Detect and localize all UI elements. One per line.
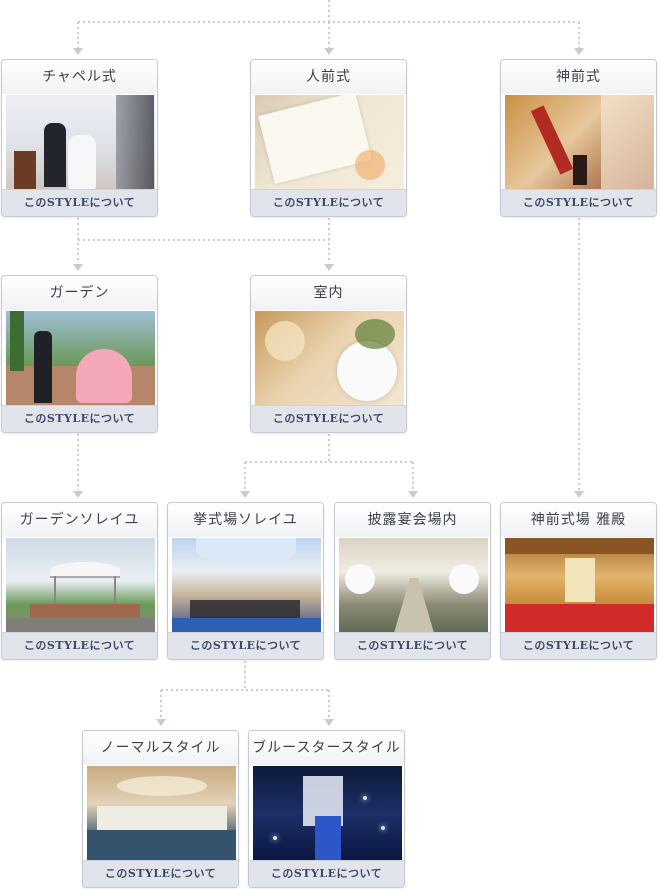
- arrow-icon: [324, 719, 334, 726]
- card-title: チャペル式: [2, 60, 157, 94]
- arrow-icon: [574, 48, 584, 55]
- style-card-reception-hall[interactable]: 披露宴会場内 このSTYLEについて: [334, 502, 491, 660]
- ceremony-soleil-photo: [172, 538, 321, 633]
- shinto-photo: [505, 95, 654, 190]
- garden-soleil-photo: [6, 538, 155, 633]
- arrow-icon: [73, 264, 83, 271]
- about-style-link[interactable]: このSTYLEについて: [335, 632, 490, 659]
- style-card-chapel[interactable]: チャペル式 このSTYLEについて: [1, 59, 158, 217]
- style-card-civil[interactable]: 人前式 このSTYLEについて: [250, 59, 407, 217]
- about-style-link[interactable]: このSTYLEについて: [249, 860, 404, 887]
- card-title: ガーデンソレイユ: [2, 503, 157, 537]
- card-title: 室内: [251, 276, 406, 310]
- card-title: ブルースタースタイル: [249, 731, 404, 765]
- indoor-photo: [255, 311, 404, 406]
- card-title: 神前式場 雅殿: [501, 503, 656, 537]
- card-title: 人前式: [251, 60, 406, 94]
- card-title: ノーマルスタイル: [83, 731, 238, 765]
- normal-style-photo: [87, 766, 236, 861]
- style-card-shinto[interactable]: 神前式 このSTYLEについて: [500, 59, 657, 217]
- about-style-link[interactable]: このSTYLEについて: [501, 632, 656, 659]
- card-title: 神前式: [501, 60, 656, 94]
- style-card-ceremony-soleil[interactable]: 挙式場ソレイユ このSTYLEについて: [167, 502, 324, 660]
- reception-hall-photo: [339, 538, 488, 633]
- garden-photo: [6, 311, 155, 406]
- arrow-icon: [73, 491, 83, 498]
- style-card-blue-star[interactable]: ブルースタースタイル このSTYLEについて: [248, 730, 405, 888]
- about-style-link[interactable]: このSTYLEについて: [2, 632, 157, 659]
- civil-photo: [255, 95, 404, 190]
- card-title: 挙式場ソレイユ: [168, 503, 323, 537]
- chapel-photo: [6, 95, 155, 190]
- style-card-normal[interactable]: ノーマルスタイル このSTYLEについて: [82, 730, 239, 888]
- about-style-link[interactable]: このSTYLEについて: [251, 405, 406, 432]
- about-style-link[interactable]: このSTYLEについて: [2, 189, 157, 216]
- shinto-hall-photo: [505, 538, 654, 633]
- style-card-shinto-hall[interactable]: 神前式場 雅殿 このSTYLEについて: [500, 502, 657, 660]
- arrow-icon: [324, 264, 334, 271]
- about-style-link[interactable]: このSTYLEについて: [2, 405, 157, 432]
- arrow-icon: [574, 491, 584, 498]
- arrow-icon: [156, 719, 166, 726]
- blue-star-photo: [253, 766, 402, 861]
- style-card-garden-soleil[interactable]: ガーデンソレイユ このSTYLEについて: [1, 502, 158, 660]
- style-card-garden[interactable]: ガーデン このSTYLEについて: [1, 275, 158, 433]
- card-title: ガーデン: [2, 276, 157, 310]
- style-card-indoor[interactable]: 室内 このSTYLEについて: [250, 275, 407, 433]
- about-style-link[interactable]: このSTYLEについて: [251, 189, 406, 216]
- arrow-icon: [408, 491, 418, 498]
- arrow-icon: [324, 48, 334, 55]
- about-style-link[interactable]: このSTYLEについて: [168, 632, 323, 659]
- about-style-link[interactable]: このSTYLEについて: [83, 860, 238, 887]
- about-style-link[interactable]: このSTYLEについて: [501, 189, 656, 216]
- card-title: 披露宴会場内: [335, 503, 490, 537]
- arrow-icon: [73, 48, 83, 55]
- arrow-icon: [240, 491, 250, 498]
